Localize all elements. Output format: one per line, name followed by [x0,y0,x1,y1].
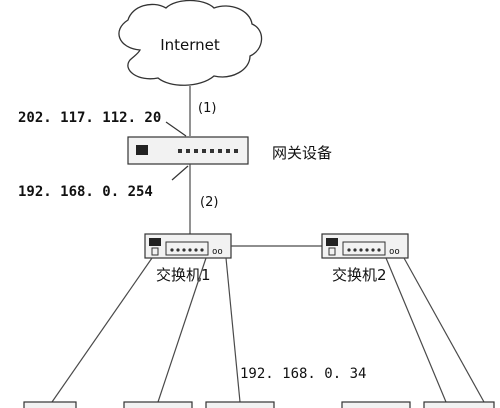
host-5 [423,401,495,408]
switch-1-port [151,247,159,256]
lan-ip-label: 192. 168. 0. 254 [18,184,153,200]
internet-cloud: Internet [118,0,263,86]
gateway-indicator [136,145,148,155]
internet-label: Internet [160,36,220,54]
gateway-label: 网关设备 [272,144,332,162]
link-switch2-host-4 [385,257,447,403]
gateway-port-leds [178,149,238,153]
link-switch1-host-2 [157,257,207,403]
link-switch1-host-3 [225,257,241,403]
switch-1-indicator [149,238,161,246]
link-1-label: (1) [198,101,216,116]
wan-pointer-arrow [165,121,187,137]
link-switch2-host-5 [403,257,485,403]
switch-1-leds [170,248,204,252]
switch-2-port [328,247,336,256]
lan-pointer-arrow [171,165,189,181]
host-ip-label: 192. 168. 0. 34 [240,366,366,382]
switch-1-panel [165,241,209,256]
switch-1-label: 交换机1 [156,266,211,284]
switch-2-leds [347,248,381,252]
switch-1-ports-mark: oo [212,247,223,257]
switch-2: oo [321,233,409,259]
switch-2-label: 交换机2 [332,266,387,284]
host-2 [123,401,193,408]
host-3 [205,401,275,408]
switch-2-ports-mark: oo [389,247,400,257]
gateway-device [127,136,249,165]
link-switch1-host-1 [51,257,153,403]
cloud-shape [118,0,263,86]
switch-2-indicator [326,238,338,246]
switch-2-panel [342,241,386,256]
wan-ip-label: 202. 117. 112. 20 [18,110,161,126]
host-4 [341,401,411,408]
link-2-label: (2) [200,195,218,210]
host-1 [23,401,77,408]
switch-1: oo [144,233,232,259]
